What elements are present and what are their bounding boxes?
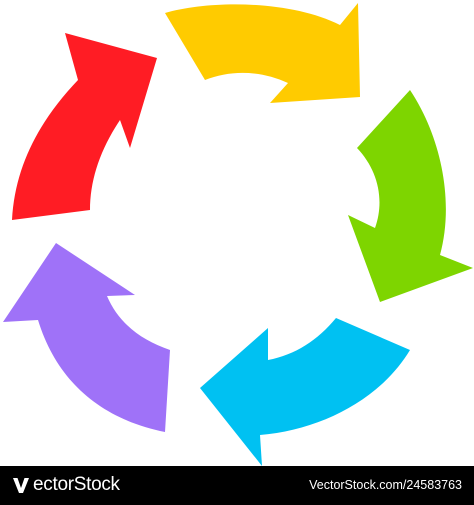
purple-arrow	[3, 243, 170, 432]
yellow-arrow	[165, 3, 360, 103]
green-arrow	[348, 90, 473, 302]
red-arrow	[12, 33, 157, 220]
arrows-cycle-graphic	[3, 3, 473, 466]
watermark-footer-bar: ectorStock VectorStock.com/24583763	[0, 466, 474, 505]
vectorstock-v-icon	[13, 478, 29, 493]
image-id-text: VectorStock.com/24583763	[309, 478, 462, 492]
blue-arrow	[200, 318, 410, 466]
logo-wordmark: ectorStock	[33, 474, 120, 495]
vectorstock-logo: ectorStock	[12, 474, 120, 496]
circular-arrows-artwork	[3, 3, 473, 466]
